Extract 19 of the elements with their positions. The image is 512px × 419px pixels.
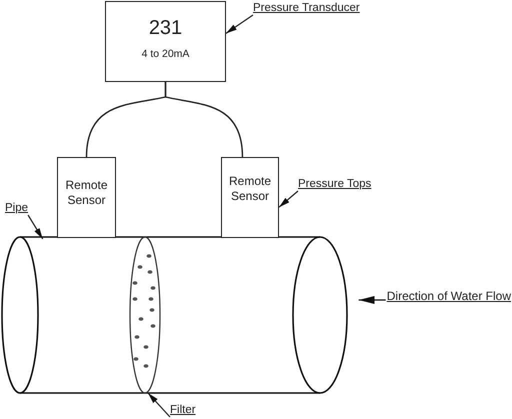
- sensor-box: [221, 157, 279, 238]
- sensor-box: [57, 157, 116, 238]
- leader-line: [278, 190, 298, 208]
- filter-screen: [129, 236, 161, 394]
- reading-value: 231: [148, 16, 182, 40]
- flow-direction-label: Direction of Water Flow: [386, 289, 511, 303]
- leader-line: [28, 214, 44, 240]
- transducer-box: [105, 1, 226, 82]
- callout-label: Pressure Transducer: [253, 1, 360, 15]
- leader-line: [148, 392, 170, 418]
- pipe-cylinder: [1, 236, 348, 394]
- callout-label: Pressure Tops: [298, 177, 372, 191]
- box-label: Remote Sensor: [228, 174, 272, 204]
- range-label: 4 to 20mA: [142, 48, 190, 61]
- signal-wire: [164, 82, 244, 158]
- box-label: Remote Sensor: [64, 178, 109, 208]
- callout-label: Pipe: [5, 201, 28, 215]
- leader-line: [226, 14, 254, 34]
- callout-label: Filter: [170, 403, 196, 417]
